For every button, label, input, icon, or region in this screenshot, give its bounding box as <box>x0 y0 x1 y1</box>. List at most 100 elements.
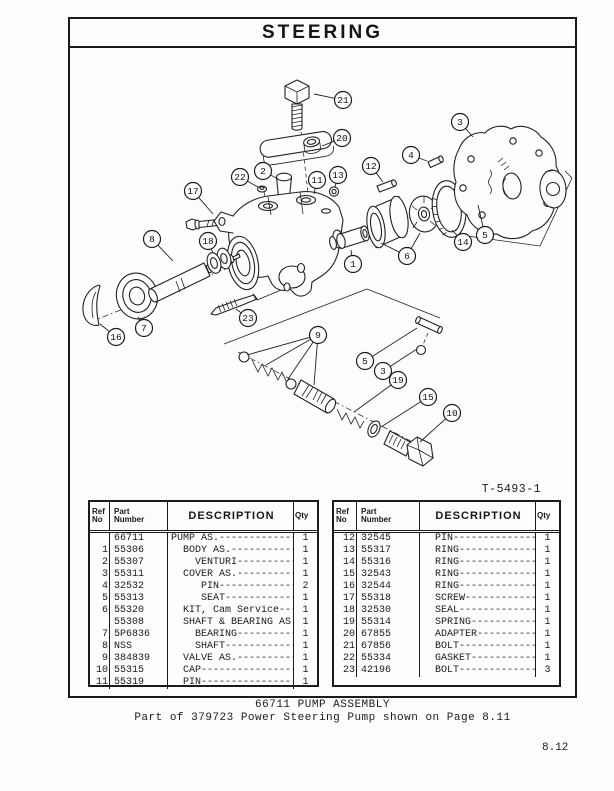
svg-text:9: 9 <box>315 330 321 341</box>
qty-cell: 1 <box>302 641 309 652</box>
part-cell: NSS <box>110 641 168 653</box>
header-description: DESCRIPTION <box>168 502 294 530</box>
callout-15: 15 <box>381 389 437 428</box>
svg-text:16: 16 <box>110 332 122 343</box>
svg-text:7: 7 <box>141 323 147 334</box>
qty-cell: 2 <box>302 581 309 592</box>
svg-text:22: 22 <box>234 172 246 183</box>
ref-cell: 15 <box>334 569 357 581</box>
part-cell: 55314 <box>357 617 420 629</box>
callout-20: 20 <box>322 130 351 147</box>
qty-cell: 1 <box>302 545 309 556</box>
part-cover <box>454 126 572 246</box>
part-cell: 55306 <box>110 545 168 557</box>
desc-cell: KIT, Cam Service--- <box>168 605 294 617</box>
ref-cell: 20 <box>334 629 357 641</box>
callout-7: 7 <box>136 317 153 337</box>
qty-cell: 1 <box>302 617 309 628</box>
desc-cell: CAP---------------- <box>168 665 294 677</box>
header-qty: Qty <box>295 510 309 520</box>
part-cell: 55311 <box>110 569 168 581</box>
desc-cell: SPRING------------ <box>420 617 536 629</box>
svg-text:19: 19 <box>392 375 404 386</box>
qty-cell: 1 <box>302 557 309 568</box>
ref-cell: 22 <box>334 653 357 665</box>
content-frame: STEERING <box>68 17 577 698</box>
callout-16: 16 <box>100 324 125 346</box>
part-adapter <box>259 130 335 166</box>
callout-1: 1 <box>345 250 362 273</box>
svg-text:18: 18 <box>202 236 214 247</box>
svg-text:13: 13 <box>332 170 344 181</box>
header-description: DESCRIPTION <box>420 502 536 530</box>
svg-text:10: 10 <box>446 408 458 419</box>
ref-cell: 4 <box>90 581 110 593</box>
svg-text:21: 21 <box>337 95 349 106</box>
desc-cell: BEARING---------- <box>168 629 294 641</box>
ref-cell: 6 <box>90 605 110 617</box>
header-qty: Qty <box>537 510 551 520</box>
svg-text:17: 17 <box>187 186 198 197</box>
part-seal <box>83 285 100 325</box>
header-ref: Ref No <box>334 502 357 530</box>
qty-cell: 1 <box>544 629 551 640</box>
callout-9: 9 <box>247 327 327 386</box>
ref-cell: 16 <box>334 581 357 593</box>
qty-cell: 1 <box>302 593 309 604</box>
ref-cell: 2 <box>90 557 110 569</box>
part-valve-assembly <box>239 316 443 466</box>
section-title-band: STEERING <box>70 19 575 48</box>
callout-18: 18 <box>200 233 217 254</box>
callout-11: 11 <box>309 172 326 195</box>
part-bolt <box>285 80 309 130</box>
part-pin-dowel <box>377 179 397 192</box>
svg-text:12: 12 <box>365 161 377 172</box>
table-row: 55308 SHAFT & BEARING AS.1 <box>90 617 317 629</box>
callout-10: 10 <box>420 405 461 443</box>
part-cell: 55317 <box>357 545 420 557</box>
part-cell: 55308 <box>110 617 168 629</box>
desc-cell: ADAPTER----------- <box>420 629 536 641</box>
desc-cell: RING-------------- <box>420 557 536 569</box>
svg-text:4: 4 <box>408 150 414 161</box>
ref-cell: 5 <box>90 593 110 605</box>
svg-text:5: 5 <box>482 230 488 241</box>
svg-text:8: 8 <box>149 234 155 245</box>
qty-cell: 1 <box>544 533 551 544</box>
callout-8: 8 <box>144 231 174 262</box>
qty-cell: 1 <box>544 653 551 664</box>
qty-cell: 1 <box>302 653 309 664</box>
header-part-number: Part Number <box>110 502 168 530</box>
ref-cell: 11 <box>90 677 110 689</box>
desc-cell: BODY AS.----------- <box>168 545 294 557</box>
callout-22: 22 <box>232 169 259 188</box>
callout-13: 13 <box>330 167 347 188</box>
qty-cell: 1 <box>544 641 551 652</box>
part-cell: 32543 <box>357 569 420 581</box>
ref-cell: 13 <box>334 545 357 557</box>
svg-text:6: 6 <box>404 251 410 262</box>
ref-cell: 12 <box>334 533 357 545</box>
desc-cell: SHAFT------------ <box>168 641 294 653</box>
desc-cell: PUMP AS.------------- <box>168 533 294 545</box>
svg-text:3: 3 <box>380 366 386 377</box>
qty-cell: 1 <box>302 605 309 616</box>
part-cell: 32532 <box>110 581 168 593</box>
ref-cell: 3 <box>90 569 110 581</box>
callout-17: 17 <box>185 183 214 215</box>
part-cell: 5P6836 <box>110 629 168 641</box>
ref-cell: 8 <box>90 641 110 653</box>
